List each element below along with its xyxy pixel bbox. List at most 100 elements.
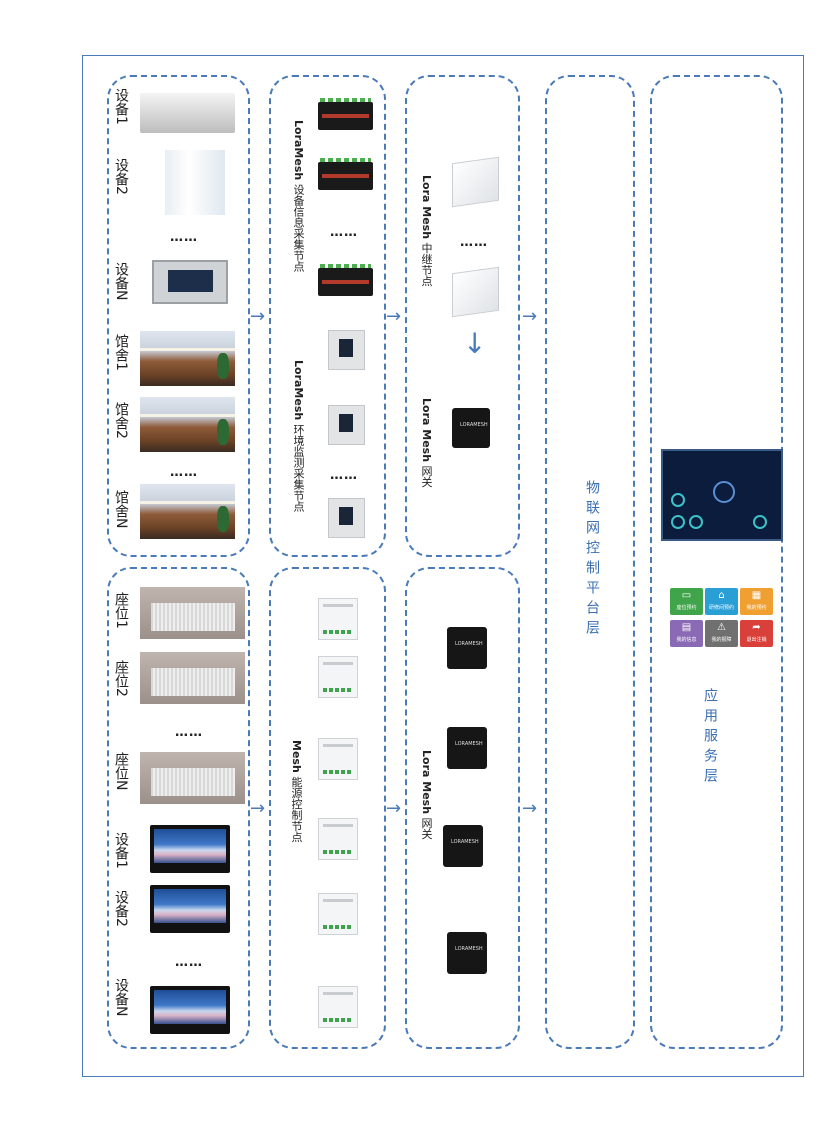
right-arrow-icon: → — [250, 306, 266, 327]
group-energy-nodes — [269, 567, 386, 1049]
right-arrow-icon: → — [386, 306, 402, 327]
gateway-brand: LORAMESH — [460, 422, 488, 428]
tile-label: 我的预约 — [746, 605, 767, 611]
calendar-icon: ▦ — [751, 590, 762, 601]
monitor-picture — [150, 986, 230, 1034]
label-rest: 设备信息采集节点 — [292, 180, 305, 272]
my-info-tile: ▤我的信息 — [670, 620, 703, 647]
env-monitor-node-label: LoraMesh 环境监测采集节点 — [291, 360, 305, 512]
gateway-picture: LORAMESH — [447, 727, 487, 769]
card-icon: ▤ — [681, 622, 692, 633]
label-rest: 能源控制节点 — [290, 772, 303, 843]
diagram-frame — [82, 55, 804, 1077]
gateway-label: Lora Mesh 网关 — [419, 398, 433, 488]
group-devices-halls — [107, 75, 250, 557]
label-rest: 网关 — [420, 814, 433, 840]
cup-icon: ▭ — [681, 590, 692, 601]
seat-picture — [140, 652, 245, 704]
gateway-label: Lora Mesh 网关 — [419, 750, 433, 840]
my-fault-report-tile: ⚠ 我的报障 — [705, 620, 738, 647]
screen-device-2-label: 设备2 — [113, 890, 129, 927]
power-module-picture — [318, 893, 358, 935]
study-room-booking-tile: ⌂ 研修间预约 — [705, 588, 738, 615]
screen-device-1-label: 设备1 — [113, 832, 129, 869]
share-arrow-icon: ➦ — [752, 622, 761, 633]
seat-booking-tile: ▭ 座位预约 — [670, 588, 703, 615]
right-arrow-icon: → — [522, 798, 538, 819]
right-arrow-icon: → — [250, 798, 266, 819]
gateway-brand: LORAMESH — [455, 641, 483, 647]
reading-hall-picture — [140, 397, 235, 452]
iot-platform-label: 物联网控制平台层 — [584, 480, 600, 640]
hall-1-label: 馆舍1 — [113, 334, 129, 371]
dashboard-screenshot — [661, 449, 783, 541]
reading-hall-picture — [140, 331, 235, 386]
group-seats-screens — [107, 567, 250, 1049]
group-relay-gateway — [405, 75, 520, 557]
panel-device-picture — [152, 260, 228, 304]
label-bold: LoraMesh — [292, 120, 305, 181]
turnstile-picture — [140, 93, 235, 133]
label-bold: Lora Mesh — [420, 750, 433, 815]
power-module-picture — [318, 738, 358, 780]
logout-tile: ➦ 退出注销 — [740, 620, 773, 647]
hall-n-label: 馆舍N — [113, 490, 129, 529]
seat-n-label: 座位N — [113, 752, 129, 791]
gateway-picture: LORAMESH — [447, 627, 487, 669]
label-rest: 环境监测采集节点 — [292, 420, 305, 512]
label-bold: LoraMesh — [292, 360, 305, 421]
gateway-brand: LORAMESH — [455, 741, 483, 747]
ellipsis: …… — [170, 465, 198, 480]
env-sensor-picture — [328, 498, 365, 538]
relay-node-picture — [452, 156, 499, 208]
tile-label: 退出注销 — [746, 637, 767, 643]
ellipsis: …… — [330, 225, 358, 240]
screen-device-n-label: 设备N — [113, 978, 129, 1017]
reading-hall-picture — [140, 484, 235, 539]
label-bold: Lora Mesh — [420, 398, 433, 463]
gateway-picture: LORAMESH — [447, 932, 487, 974]
graduation-cap-icon: ⌂ — [718, 590, 725, 601]
power-module-picture — [318, 598, 358, 640]
ellipsis: …… — [330, 468, 358, 483]
relay-node-picture — [452, 266, 499, 318]
env-sensor-picture — [328, 330, 365, 370]
ellipsis: …… — [170, 230, 198, 245]
label-bold: Lora Mesh — [420, 175, 433, 240]
seat-picture — [140, 752, 245, 804]
seat-2-label: 座位2 — [113, 660, 129, 697]
collector-node-picture — [318, 158, 373, 190]
monitor-picture — [150, 825, 230, 873]
seat-1-label: 座位1 — [113, 592, 129, 629]
ellipsis: …… — [460, 235, 488, 250]
group-application — [650, 75, 783, 1049]
relay-node-label: Lora Mesh 中继节点 — [419, 175, 433, 287]
power-module-picture — [318, 818, 358, 860]
right-arrow-icon: → — [522, 306, 538, 327]
power-module-picture — [318, 986, 358, 1028]
power-module-picture — [318, 656, 358, 698]
device-n-label: 设备N — [113, 262, 129, 301]
label-rest: 中继节点 — [420, 239, 433, 287]
right-arrow-icon: → — [386, 798, 402, 819]
group-collection-nodes — [269, 75, 386, 557]
collector-node-picture — [318, 264, 373, 296]
energy-control-node-label: Mesh 能源控制节点 — [289, 740, 303, 842]
gateway-brand: LORAMESH — [451, 839, 479, 845]
warning-icon: ⚠ — [717, 622, 726, 633]
tile-label: 我的报障 — [711, 637, 732, 643]
device-2-label: 设备2 — [113, 158, 129, 195]
group-gateways — [405, 567, 520, 1049]
gateway-picture: LORAMESH — [452, 408, 490, 448]
hall-2-label: 馆舍2 — [113, 402, 129, 439]
tile-label: 座位预约 — [676, 605, 697, 611]
seat-picture — [140, 587, 245, 639]
ellipsis: …… — [175, 725, 203, 740]
tile-label: 研修间预约 — [708, 605, 734, 611]
kiosk-picture — [165, 150, 225, 215]
device-1-label: 设备1 — [113, 88, 129, 125]
application-layer-label: 应用服务层 — [702, 688, 718, 788]
device-info-node-label: LoraMesh 设备信息采集节点 — [291, 120, 305, 272]
gateway-brand: LORAMESH — [455, 946, 483, 952]
ellipsis: …… — [175, 955, 203, 970]
